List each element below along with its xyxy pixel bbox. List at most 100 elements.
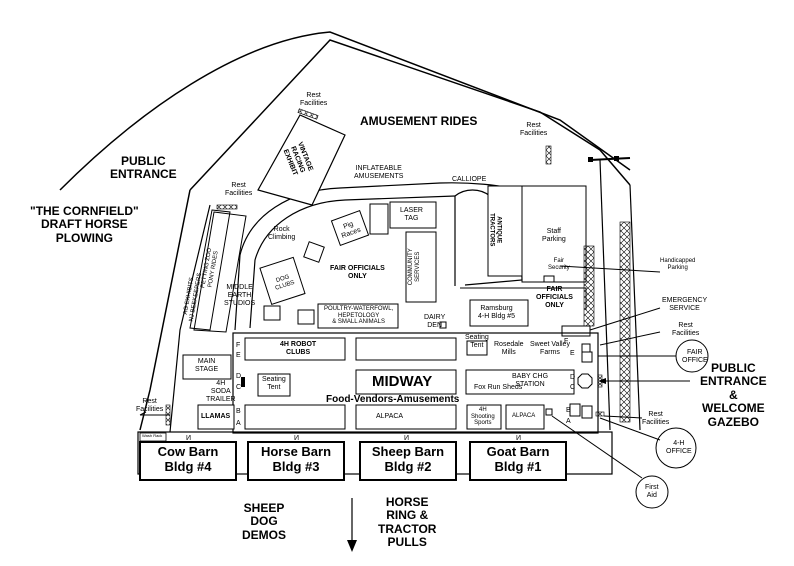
- ag-exhibits-building: [189, 209, 231, 331]
- first-aid-label: First Aid: [645, 484, 659, 499]
- robot-clubs-label: 4H ROBOT CLUBS: [280, 341, 317, 356]
- main-stage-label: MAIN STAGE: [195, 358, 219, 373]
- row-letter-right-f: F: [564, 338, 569, 345]
- fair-office-label: FAIR OFFICE: [682, 349, 708, 364]
- horse-ring-label: HORSE RING & TRACTOR PULLS: [378, 495, 437, 550]
- horse-barn-box: [247, 441, 345, 481]
- svg-text:И: И: [516, 435, 521, 442]
- first-aid-circle: [635, 475, 669, 509]
- seating-tent-left-box: [257, 373, 291, 397]
- cow-barn-label: Cow Barn Bldg #4: [157, 444, 219, 474]
- dairy-den-label: DAIRY DEN: [424, 314, 446, 329]
- vintage-racing-area: [257, 114, 346, 206]
- first-aid-box: [545, 408, 553, 416]
- public-entrance-right-label: PUBLIC ENTRANCE & WELCOME GAZEBO: [700, 361, 767, 429]
- rest-facilities-top: Rest Facilities: [300, 92, 328, 107]
- row-letter-right-c: C: [570, 384, 576, 391]
- soda-trailer-mark: [241, 377, 245, 387]
- antique-tractors-label: ANTIQUE TRACTORS: [488, 213, 502, 247]
- middle-earth-label: MIDDLE EARTH STUDIOS: [224, 284, 256, 307]
- shooting-sports-box: [466, 404, 502, 430]
- staff-parking-label: Staff Parking: [542, 228, 566, 243]
- handicapped-parking-label: Handicapped Parking: [660, 258, 696, 271]
- box-f-center: [355, 337, 457, 361]
- cornfield-label: "THE CORNFIELD" DRAFT HORSE PLOWING: [30, 204, 139, 245]
- seating-tent-left-label: Seating Tent: [262, 376, 286, 391]
- rest-facilities-top-right: Rest Facilities: [520, 122, 548, 137]
- rest-facilities-right: Rest Facilities: [672, 322, 700, 337]
- rest-facilities-left: Rest Facilities: [225, 182, 253, 197]
- community-services-box: [405, 231, 437, 303]
- right-road-2: [629, 184, 641, 431]
- laser-tag-box: [389, 201, 437, 229]
- amusement-rides-label: AMUSEMENT RIDES: [360, 114, 478, 128]
- left-road: [139, 189, 191, 431]
- rosedale-label: Rosedale Mills: [494, 341, 524, 356]
- rock-climbing-label: Rock Climbing: [268, 226, 296, 241]
- fence-top-right: [545, 145, 552, 165]
- ramsburg-box: [469, 299, 529, 327]
- row-letter-right-d: D: [570, 374, 576, 381]
- midway-block: [232, 332, 599, 434]
- left-road-2: [169, 204, 211, 433]
- h4-office-circle: [655, 427, 697, 469]
- llamas-label: LLAMAS: [201, 413, 231, 420]
- cow-barn-box: [139, 441, 237, 481]
- fair-officials-right-label: FAIR OFFICIALS ONLY: [536, 286, 573, 309]
- soda-trailer-label: 4H SODA TRAILER: [206, 380, 236, 403]
- llamas-box: [197, 404, 235, 430]
- sheep-barn-label: Sheep Barn Bldg #2: [371, 444, 445, 474]
- row-letter-right-a: A: [566, 418, 571, 425]
- box-d-right: [465, 369, 575, 395]
- wash-rack-label: Wash Rack: [142, 433, 163, 438]
- sheep-barn-box: [359, 441, 457, 481]
- fair-security-label: Fair Security: [548, 258, 570, 271]
- alpaca-center-label: ALPACA: [376, 413, 404, 420]
- outer-road-inner: [189, 39, 631, 191]
- svg-text:И: И: [404, 435, 409, 442]
- goat-barn-box: [469, 441, 567, 481]
- alpaca-right-label: ALPACA: [512, 413, 536, 419]
- dog-clubs-building: [259, 256, 306, 305]
- row-letter-left-b: B: [236, 408, 241, 415]
- seating-tent-right-label: Seating Tent: [465, 334, 489, 349]
- laser-tag-label: LASER TAG: [400, 207, 423, 222]
- dairy-den-marker: [439, 321, 447, 329]
- alpaca-right-box: [505, 404, 545, 430]
- ramsburg-label: Ramsburg 4-H Bldg #5: [478, 305, 515, 320]
- inflateable-box: [369, 203, 389, 235]
- poultry-label: POULTRY-WATERFOWL, HEPETOLOGY & SMALL AN…: [324, 306, 394, 326]
- rest-facilities-right-bottom: Rest Facilities: [642, 411, 670, 426]
- alpaca-center-box: [355, 404, 457, 430]
- middle-earth-box: [263, 305, 281, 321]
- fair-security-box: [543, 275, 555, 283]
- row-letter-left-c: C: [236, 384, 242, 391]
- right-road: [599, 159, 611, 431]
- public-entrance-left-label: PUBLIC ENTRANCE: [110, 154, 177, 182]
- goat-barn-label: Goat Barn Bldg #1: [486, 444, 550, 474]
- emergency-service-label: EMERGENCY SERVICE: [662, 297, 708, 312]
- row-letter-left-e: E: [236, 352, 241, 359]
- shooting-sports-label: 4H Shooting Sports: [471, 407, 495, 427]
- fence-right-outer: [619, 221, 631, 423]
- pig-races-box: [330, 210, 370, 246]
- food-vendors-label: Food-Vendors-Amusements: [326, 394, 460, 405]
- calliope-label: CALLIOPE: [452, 176, 487, 183]
- rock-climbing-box: [303, 241, 325, 263]
- fence-left: [216, 204, 238, 210]
- poultry-box: [317, 303, 399, 329]
- antique-tractors-box: [487, 185, 523, 277]
- midway-label: MIDWAY: [372, 373, 433, 390]
- h4-office-label: 4-H OFFICE: [666, 440, 692, 455]
- baby-chg-label: BABY CHG STATION: [512, 373, 549, 388]
- baby-chg-octagon: [577, 373, 593, 389]
- fence-top-left: [297, 108, 319, 120]
- inflateable-label: INFLATEABLE AMUSEMENTS: [354, 165, 404, 180]
- row-letter-left-f: F: [236, 342, 241, 349]
- petting-zoo-building: [193, 211, 247, 333]
- community-services-label: COMMUNITY SERVICES: [407, 248, 421, 286]
- row-letter-left-a: A: [236, 420, 241, 427]
- row-letter-left-d: D: [236, 373, 242, 380]
- horse-barn-label: Horse Barn Bldg #3: [260, 444, 332, 474]
